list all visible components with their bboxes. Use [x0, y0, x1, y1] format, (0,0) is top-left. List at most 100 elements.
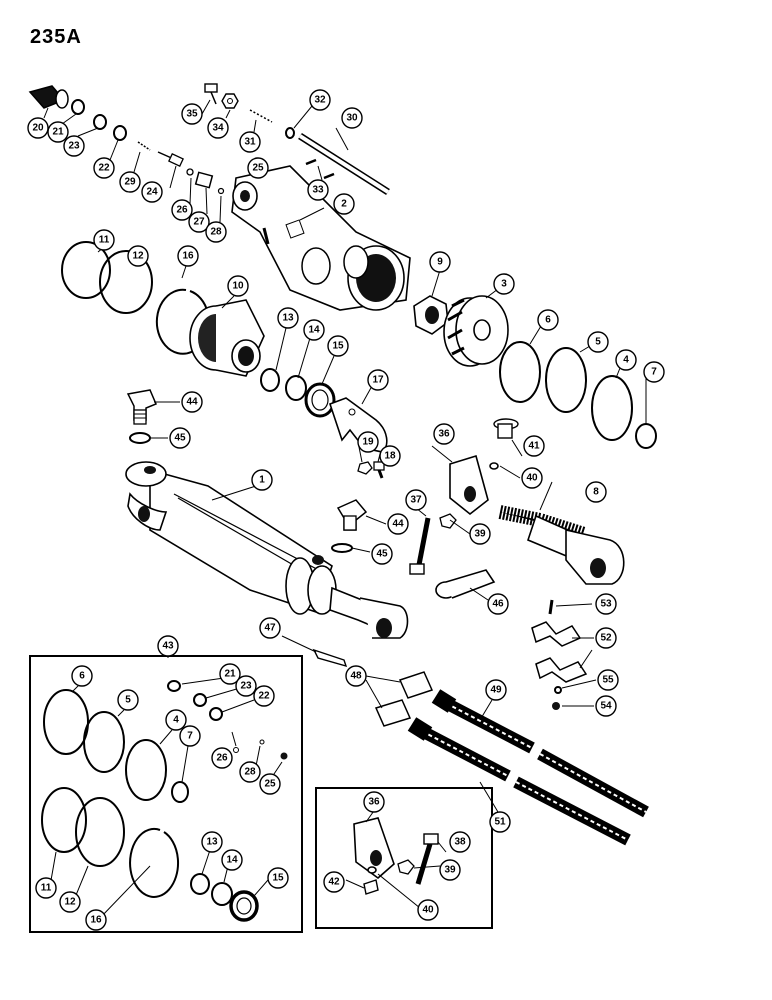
callout-54: 54: [595, 695, 617, 717]
kit-callout-11: 11: [35, 877, 57, 899]
callout-32: 32: [309, 89, 331, 111]
kit-ring-12: [75, 797, 125, 867]
kit-callout-12: 12: [59, 891, 81, 913]
callout-8: 8: [585, 481, 607, 503]
kit-callout-26: 26: [211, 747, 233, 769]
callout-26: 26: [171, 199, 193, 221]
piston-3: [443, 295, 509, 367]
kit-callout-25: 25: [259, 773, 281, 795]
svg-text:47: 47: [264, 623, 276, 634]
kit-callout-7: 7: [179, 725, 201, 747]
kit-ring-5: [83, 711, 125, 773]
svg-text:21: 21: [224, 669, 236, 680]
callout-45b: 45: [371, 543, 393, 565]
svg-text:22: 22: [258, 691, 270, 702]
housing-2: [231, 165, 411, 311]
callout-39: 39: [469, 523, 491, 545]
callout-52: 52: [595, 627, 617, 649]
svg-text:17: 17: [372, 375, 384, 386]
callout-23: 23: [63, 135, 85, 157]
callout-7: 7: [643, 361, 665, 383]
kit-ring-13: [190, 873, 210, 895]
kit-callout-14: 14: [221, 849, 243, 871]
svg-text:55: 55: [602, 675, 614, 686]
hose-51: [407, 717, 631, 846]
clamps-52: [531, 621, 588, 683]
kit-ring-16: [129, 827, 180, 898]
gland-10: [189, 299, 265, 377]
callout-3: 3: [493, 273, 515, 295]
kit-ring-23: [193, 693, 207, 707]
block-assembly-frame: [315, 787, 493, 929]
screw-53: [548, 599, 554, 615]
svg-text:35: 35: [186, 109, 198, 120]
svg-text:22: 22: [98, 163, 110, 174]
adapters-48: [374, 671, 434, 727]
svg-text:28: 28: [244, 767, 256, 778]
callout-46: 46: [487, 593, 509, 615]
callout-53: 53: [595, 593, 617, 615]
kit-callout-5: 5: [117, 689, 139, 711]
kit-bolt-38: [415, 833, 439, 885]
kit-ring-11: [41, 787, 87, 853]
ring-13: [260, 368, 280, 392]
svg-text:37: 37: [410, 495, 422, 506]
pin-30: [298, 133, 390, 195]
callout-33: 33: [307, 179, 329, 201]
svg-text:41: 41: [528, 441, 540, 452]
wear-ring-6: [499, 341, 541, 403]
kit-callout-28: 28: [239, 761, 261, 783]
svg-text:46: 46: [492, 599, 504, 610]
callout-5: 5: [587, 331, 609, 353]
svg-text:2: 2: [341, 199, 347, 210]
bolt-37: [409, 517, 431, 575]
svg-text:36: 36: [368, 797, 380, 808]
rod-8: [498, 505, 625, 585]
bolt-18: [373, 461, 385, 479]
fitting-20: [28, 85, 69, 109]
kit-ring-4: [125, 739, 167, 801]
bolt-35: [204, 83, 218, 105]
o-ring-4: [591, 375, 633, 441]
kit-callout-42: 42: [323, 871, 345, 893]
svg-text:18: 18: [384, 451, 396, 462]
svg-text:43: 43: [162, 641, 174, 652]
washer-55: [554, 686, 562, 694]
svg-text:33: 33: [312, 185, 324, 196]
callout-11: 11: [93, 229, 115, 251]
svg-text:44: 44: [392, 519, 404, 530]
svg-text:48: 48: [350, 671, 362, 682]
callout-22: 22: [93, 157, 115, 179]
ring-23: [93, 114, 107, 130]
callout-29: 29: [119, 171, 141, 193]
svg-text:14: 14: [308, 325, 320, 336]
callout-25: 25: [247, 157, 269, 179]
svg-text:23: 23: [68, 141, 80, 152]
pins-33: [305, 158, 335, 180]
pin-46: [435, 569, 496, 599]
svg-text:12: 12: [64, 897, 76, 908]
svg-text:10: 10: [232, 281, 244, 292]
callout-45a: 45: [169, 427, 191, 449]
callout-48: 48: [345, 665, 367, 687]
kit-callout-6: 6: [71, 665, 93, 687]
ring-22: [113, 125, 127, 141]
o-ring-45a: [129, 432, 151, 444]
svg-text:9: 9: [437, 257, 443, 268]
callout-49: 49: [485, 679, 507, 701]
svg-text:19: 19: [362, 437, 374, 448]
callout-13: 13: [277, 307, 299, 329]
svg-text:7: 7: [187, 731, 193, 742]
svg-text:21: 21: [52, 127, 64, 138]
kit-callout-22: 22: [253, 685, 275, 707]
svg-text:29: 29: [124, 177, 136, 188]
svg-text:45: 45: [174, 433, 186, 444]
svg-text:32: 32: [314, 95, 326, 106]
callout-24: 24: [141, 181, 163, 203]
kit-callout-15: 15: [267, 867, 289, 889]
svg-text:11: 11: [99, 235, 110, 246]
callout-12: 12: [127, 245, 149, 267]
kit-callout-13: 13: [201, 831, 223, 853]
callout-44a: 44: [181, 391, 203, 413]
kit-ring-14: [211, 882, 233, 906]
